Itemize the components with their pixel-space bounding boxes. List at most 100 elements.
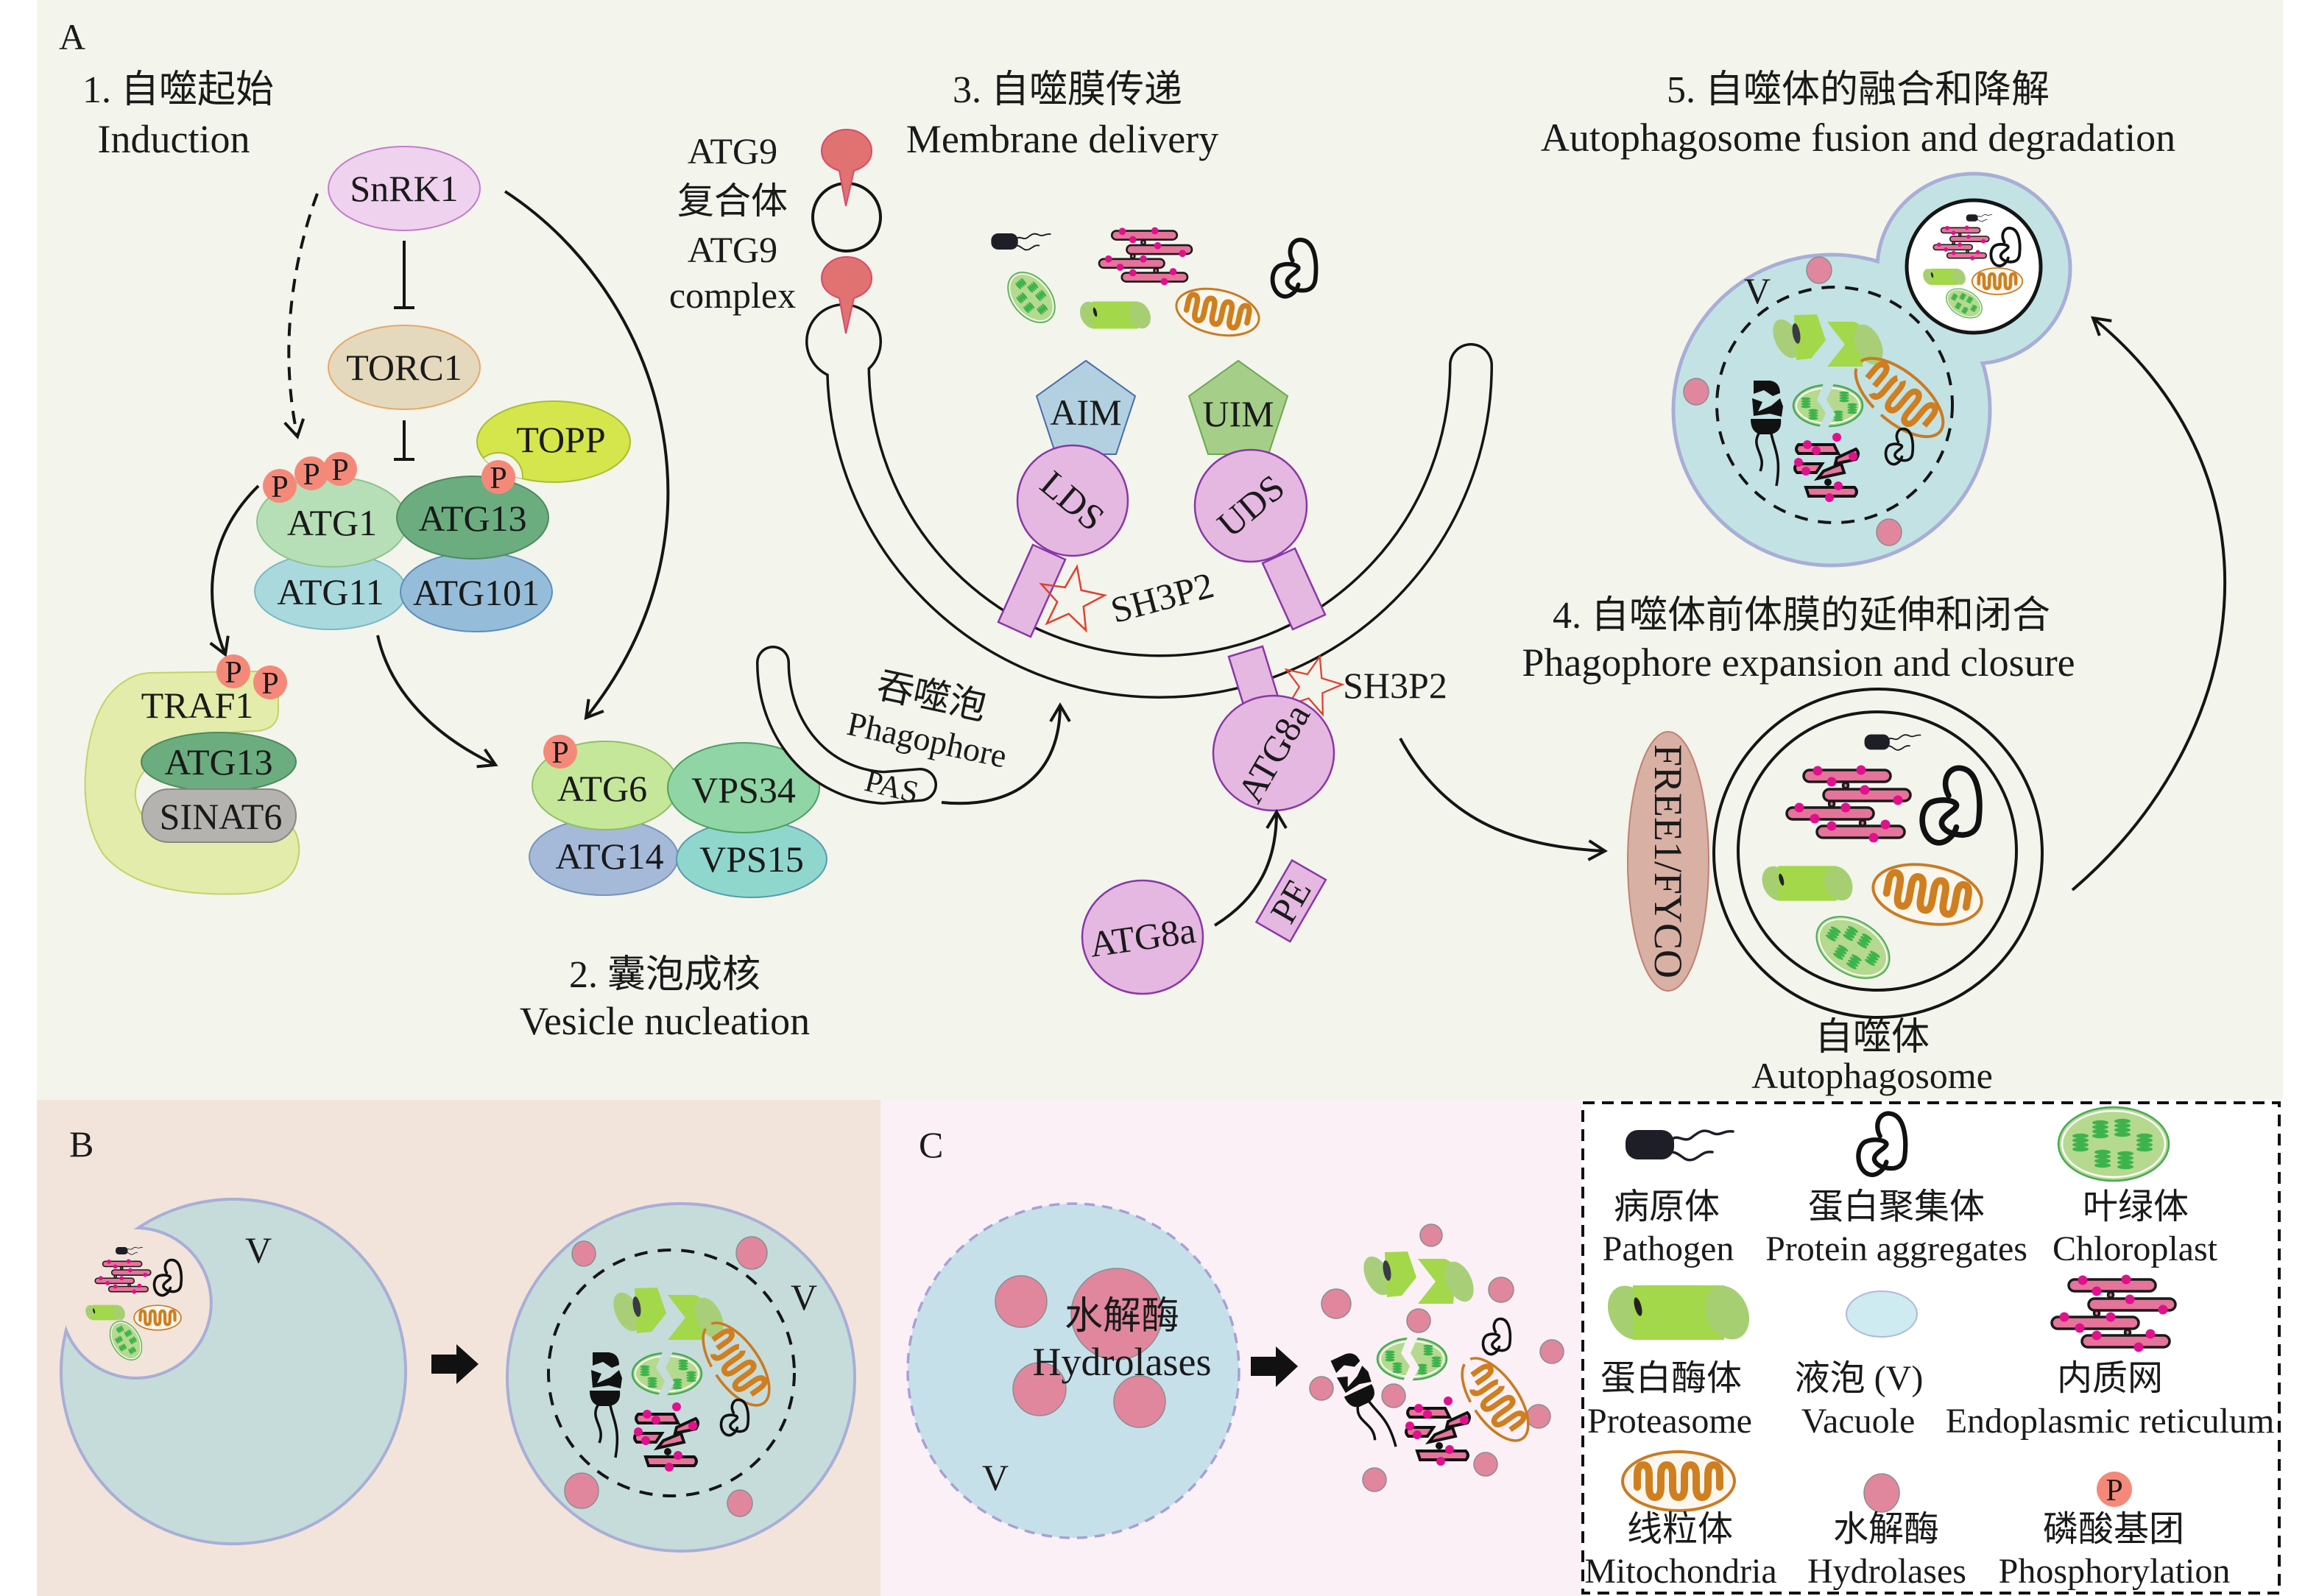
- hydrolase-icon: [1070, 1268, 1163, 1360]
- chloroplast-icon: [2058, 1107, 2169, 1181]
- sinat6-label: SINAT6: [160, 796, 283, 837]
- autophagosome-to-vacuole-arrow: [2071, 316, 2227, 891]
- vacuole-permeabilized: [906, 1202, 1240, 1539]
- hydrolase-icon: [1539, 1339, 1564, 1364]
- uds-anchor-stalk: [1261, 547, 1327, 631]
- phospho-label: P: [2106, 1474, 2122, 1508]
- stage-vesicle-nucleation: ATG6 VPS34 ATG14 VPS15 P 2. 囊泡成核 Vesicle…: [520, 735, 827, 1043]
- phospho-label: P: [303, 458, 320, 492]
- atg13-label: ATG13: [164, 741, 272, 783]
- stage-1-title-en: Induction: [98, 117, 250, 161]
- engulfed-membrane: [547, 1249, 796, 1497]
- hydrolase-icon: [1876, 518, 1902, 546]
- pas-phagophore: [756, 646, 937, 805]
- stage-4-title-zh: 4. 自噬体前体膜的延伸和闭合: [1553, 595, 2050, 637]
- snrk1-to-atg6-arrow: [504, 190, 670, 721]
- legend-item-vacuole: 液泡 (V) Vacuole: [1795, 1290, 1923, 1441]
- panel-b: B V V: [60, 1123, 856, 1553]
- atg8a-lipidation-arrow: [1213, 809, 1288, 927]
- lds-domain: [1016, 444, 1129, 557]
- phospho-icon: [543, 735, 577, 769]
- stage-3-title-zh: 3. 自噬膜传递: [953, 69, 1182, 111]
- phospho-icon: [481, 460, 515, 494]
- legend-label-en: Mitochondria: [1584, 1552, 1776, 1591]
- legend-item-hydrolases: 水解酶 Hydrolases: [1807, 1473, 1966, 1591]
- mitochondria-icon: [1972, 268, 2022, 294]
- atg1-to-traf1-arrow: [209, 484, 260, 657]
- panel-c: C 水解酶 Hydrolases V: [906, 1124, 1564, 1539]
- hydrolase-icon: [564, 1472, 599, 1509]
- vps34-label: VPS34: [691, 769, 796, 811]
- atg9-complex-label-line1: ATG9: [688, 130, 777, 172]
- hydrolases-label-en: Hydrolases: [1033, 1340, 1212, 1384]
- hydrolase-icon: [1419, 1224, 1443, 1247]
- hydrolase-icon: [1309, 1376, 1334, 1401]
- pas-to-phagophore-arrow: [941, 702, 1071, 805]
- stage-induction: 1. 自噬起始 Induction SnRK1 TORC1 TOPP ATG1 …: [82, 69, 670, 895]
- panel-c-label: C: [919, 1124, 943, 1165]
- released-hydrolases: [1309, 1224, 1564, 1492]
- legend-label-en: Proteasome: [1587, 1402, 1752, 1441]
- atg6-label: ATG6: [557, 768, 647, 809]
- hydrolase-icon: [1113, 1375, 1166, 1428]
- torc1-label: TORC1: [346, 347, 462, 388]
- legend-label-zh: 蛋白聚集体: [1808, 1187, 1985, 1226]
- legend-item-pathogen: 病原体 Pathogen: [1603, 1129, 1734, 1268]
- autophagosome-fusing: [1905, 198, 2043, 335]
- stage-3-title-en: Membrane delivery: [906, 117, 1218, 161]
- legend-item-phosphorylation: P 磷酸基团 Phosphorylation: [1999, 1472, 2230, 1591]
- legend-label-zh: 线粒体: [1627, 1510, 1733, 1549]
- phospho-label: P: [261, 667, 278, 701]
- traf1-complex: TRAF1 ATG13 SINAT6 P P: [84, 654, 300, 895]
- legend-item-proteasome: 蛋白酶体 Proteasome: [1587, 1278, 1758, 1441]
- legend-label-zh: 磷酸基团: [2043, 1510, 2184, 1549]
- phospho-label: P: [490, 462, 506, 495]
- autophagosome-label-zh: 自噬体: [1815, 1017, 1930, 1059]
- atg11-label: ATG11: [277, 571, 384, 612]
- hydrolase-icon: [1806, 256, 1832, 284]
- hydrolase-icon: [735, 1236, 768, 1270]
- autophagosome-inner-membrane: [1737, 710, 2018, 992]
- hydrolase-icon: [1683, 378, 1709, 406]
- hydrolase-icon: [1526, 1404, 1551, 1429]
- traf1-label: TRAF1: [141, 685, 254, 726]
- phospho-label: P: [551, 736, 568, 770]
- phospho-icon: [216, 654, 250, 688]
- process-arrow-icon: [431, 1344, 479, 1384]
- vps34-node: [667, 742, 820, 833]
- stage-expansion-closure: 4. 自噬体前体膜的延伸和闭合 Phagophore expansion and…: [1522, 316, 2227, 1096]
- snrk1-label: SnRK1: [350, 168, 458, 209]
- legend-item-mitochondria: 线粒体 Mitochondria: [1584, 1452, 1777, 1591]
- atg8a-free-node: [1081, 879, 1204, 995]
- vacuole-label: V: [982, 1457, 1009, 1498]
- legend: 病原体 Pathogen 蛋白聚集体 Protein aggregates 叶绿…: [1584, 1107, 2274, 1591]
- hydrolase-icon: [1321, 1288, 1352, 1319]
- atg13-label: ATG13: [418, 498, 526, 539]
- uds-domain: [1193, 448, 1308, 563]
- atg101-label: ATG101: [413, 572, 540, 613]
- legend-label-en: Hydrolases: [1807, 1552, 1966, 1591]
- legend-label-en: Vacuole: [1801, 1402, 1916, 1441]
- legend-label-en: Pathogen: [1603, 1229, 1734, 1268]
- autophagosome-outer-membrane: [1712, 688, 2044, 1019]
- phospho-label: P: [331, 453, 348, 487]
- torc1-node: [328, 325, 481, 410]
- sinat6-node: [141, 788, 297, 843]
- lds-anchor-stalk: [997, 543, 1067, 638]
- broken-chloroplast-icon: [632, 1352, 702, 1396]
- sh3p2-label: SH3P2: [1343, 665, 1447, 706]
- legend-label-zh: 病原体: [1614, 1187, 1720, 1226]
- legend-label-zh: 水解酶: [1833, 1510, 1939, 1549]
- hydrolase-icon: [1473, 1452, 1498, 1477]
- stage-5-title-zh: 5. 自噬体的融合和降解: [1667, 69, 2050, 111]
- phospho-icon: [323, 452, 357, 486]
- autophagosome-label-en: Autophagosome: [1751, 1055, 1993, 1096]
- mitochondria-icon: [1623, 1452, 1734, 1511]
- pe-lipid: [1254, 858, 1327, 943]
- phospho-icon: [2097, 1472, 2132, 1507]
- process-arrow-icon: [1251, 1346, 1298, 1387]
- mitochondria-icon: [134, 1305, 181, 1330]
- free1-fyco-node: [1627, 731, 1709, 992]
- legend-label-en: Protein aggregates: [1765, 1229, 2027, 1268]
